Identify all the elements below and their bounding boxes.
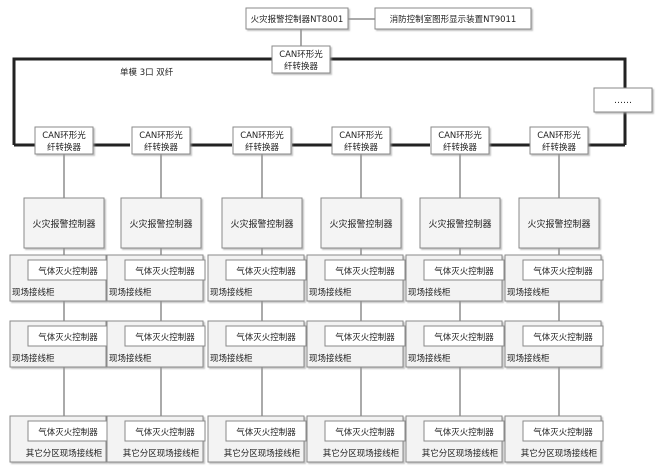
column-6-fiber-converter-box bbox=[529, 126, 589, 155]
column-1-row-1-site-cabinet-label: 现场接线柜 bbox=[12, 287, 55, 298]
column-5-row-1-gas-extinguishing-controller-box bbox=[423, 259, 505, 281]
main-fiber-converter-label-line2: 纤转换器 bbox=[284, 61, 319, 72]
graphic-display-device-box bbox=[374, 7, 532, 30]
column-5-fiber-converter-box bbox=[430, 126, 490, 155]
column-6-row-3-other-zone-cabinet-label: 其它分区现场接线柜 bbox=[521, 448, 598, 459]
column-2-row-3-gas-extinguishing-controller-label: 气体灭火控制器 bbox=[135, 427, 195, 438]
column-1-fiber-converter-box bbox=[34, 126, 94, 155]
column-4-row-3-gas-extinguishing-controller-label: 气体灭火控制器 bbox=[335, 427, 395, 438]
column-6-row-1-site-cabinet-label: 现场接线柜 bbox=[507, 287, 550, 298]
column-1-row-2-site-cabinet-label: 现场接线柜 bbox=[12, 353, 55, 364]
column-3-row-3-gas-extinguishing-controller-label: 气体灭火控制器 bbox=[236, 427, 296, 438]
graphic-display-device-label: 消防控制室图形显示装置NT9011 bbox=[390, 14, 517, 25]
column-1-fire-alarm-controller-box bbox=[23, 197, 105, 249]
column-4-row-3-gas-extinguishing-controller-box bbox=[324, 420, 406, 442]
column-6-row-3-gas-extinguishing-controller-box bbox=[522, 420, 604, 442]
main-fire-alarm-controller-label: 火灾报警控制器NT8001 bbox=[251, 14, 344, 25]
column-4-row-3-other-zone-cabinet-label: 其它分区现场接线柜 bbox=[323, 448, 400, 459]
column-4-row-1-site-cabinet-label: 现场接线柜 bbox=[309, 287, 352, 298]
expansion-placeholder-box bbox=[593, 87, 653, 113]
column-5-fiber-converter-label-line1: CAN环形光 bbox=[438, 130, 482, 141]
column-4-fiber-converter-label-line1: CAN环形光 bbox=[339, 130, 383, 141]
column-6-row-2-gas-extinguishing-controller-label: 气体灭火控制器 bbox=[533, 332, 593, 343]
column-4-fire-alarm-controller-box bbox=[320, 197, 402, 249]
column-3-fiber-converter-label-line1: CAN环形光 bbox=[240, 130, 284, 141]
column-6-row-2-gas-extinguishing-controller-box bbox=[522, 325, 604, 347]
column-2-row-1-gas-extinguishing-controller-box bbox=[124, 259, 206, 281]
column-5-row-2-gas-extinguishing-controller-label: 气体灭火控制器 bbox=[434, 332, 494, 343]
column-3-row-2-site-cabinet-label: 现场接线柜 bbox=[210, 353, 253, 364]
column-2-row-1-gas-extinguishing-controller-label: 气体灭火控制器 bbox=[135, 266, 195, 277]
column-2-fiber-converter-label-line2: 纤转换器 bbox=[144, 142, 179, 153]
column-1-row-3-gas-extinguishing-controller-label: 气体灭火控制器 bbox=[38, 427, 98, 438]
column-1-fiber-converter-label-line1: CAN环形光 bbox=[42, 130, 86, 141]
column-1-row-3-other-zone-cabinet-label: 其它分区现场接线柜 bbox=[26, 448, 103, 459]
column-3-fire-alarm-controller-box bbox=[221, 197, 303, 249]
column-6-fiber-converter-label-line2: 纤转换器 bbox=[542, 142, 577, 153]
column-5-row-1-site-cabinet-label: 现场接线柜 bbox=[408, 287, 451, 298]
column-3-row-3-gas-extinguishing-controller-box bbox=[225, 420, 307, 442]
column-1-row-1-gas-extinguishing-controller-label: 气体灭火控制器 bbox=[38, 266, 98, 277]
column-4-fire-alarm-controller-label: 火灾报警控制器 bbox=[329, 218, 392, 230]
column-2-row-2-site-cabinet-label: 现场接线柜 bbox=[109, 353, 152, 364]
column-6-row-1-gas-extinguishing-controller-label: 气体灭火控制器 bbox=[533, 266, 593, 277]
column-5-row-2-site-cabinet-label: 现场接线柜 bbox=[408, 353, 451, 364]
column-6-fire-alarm-controller-box bbox=[518, 197, 600, 249]
main-fiber-converter-box bbox=[271, 45, 331, 74]
column-2-fire-alarm-controller-box bbox=[120, 197, 202, 249]
column-1-fiber-converter-label-line2: 纤转换器 bbox=[47, 142, 82, 153]
column-4-row-2-gas-extinguishing-controller-box bbox=[324, 325, 406, 347]
column-5-fire-alarm-controller-label: 火灾报警控制器 bbox=[428, 218, 491, 230]
column-2-row-2-gas-extinguishing-controller-box bbox=[124, 325, 206, 347]
column-2-row-3-gas-extinguishing-controller-box bbox=[124, 420, 206, 442]
column-3-row-1-gas-extinguishing-controller-box bbox=[225, 259, 307, 281]
column-2-row-1-site-cabinet-label: 现场接线柜 bbox=[109, 287, 152, 298]
column-3-row-3-other-zone-cabinet-label: 其它分区现场接线柜 bbox=[224, 448, 301, 459]
column-5-row-2-gas-extinguishing-controller-box bbox=[423, 325, 505, 347]
fiber-ring-line bbox=[12, 57, 627, 147]
column-6-fire-alarm-controller-label: 火灾报警控制器 bbox=[527, 218, 590, 230]
column-4-row-1-gas-extinguishing-controller-box bbox=[324, 259, 406, 281]
column-3-row-2-gas-extinguishing-controller-box bbox=[225, 325, 307, 347]
column-3-row-2-gas-extinguishing-controller-label: 气体灭火控制器 bbox=[236, 332, 296, 343]
column-6-fiber-converter-label-line1: CAN环形光 bbox=[537, 130, 581, 141]
column-3-fiber-converter-box bbox=[232, 126, 292, 155]
ring-fiber-spec-label: 单模 3口 双纤 bbox=[120, 67, 174, 78]
column-2-fiber-converter-box bbox=[131, 126, 191, 155]
column-6-row-3-gas-extinguishing-controller-label: 气体灭火控制器 bbox=[533, 427, 593, 438]
column-5-row-3-other-zone-cabinet-label: 其它分区现场接线柜 bbox=[422, 448, 499, 459]
column-1-fire-alarm-controller-label: 火灾报警控制器 bbox=[32, 218, 95, 230]
column-5-row-1-gas-extinguishing-controller-label: 气体灭火控制器 bbox=[434, 266, 494, 277]
column-5-row-3-gas-extinguishing-controller-label: 气体灭火控制器 bbox=[434, 427, 494, 438]
column-3-row-1-site-cabinet-label: 现场接线柜 bbox=[210, 287, 253, 298]
column-2-row-2-gas-extinguishing-controller-label: 气体灭火控制器 bbox=[135, 332, 195, 343]
column-4-row-2-gas-extinguishing-controller-label: 气体灭火控制器 bbox=[335, 332, 395, 343]
column-3-fiber-converter-label-line2: 纤转换器 bbox=[245, 142, 280, 153]
column-5-fiber-converter-label-line2: 纤转换器 bbox=[443, 142, 478, 153]
column-4-fiber-converter-box bbox=[331, 126, 391, 155]
column-3-fire-alarm-controller-label: 火灾报警控制器 bbox=[230, 218, 293, 230]
column-1-row-2-gas-extinguishing-controller-label: 气体灭火控制器 bbox=[38, 332, 98, 343]
column-2-row-3-other-zone-cabinet-label: 其它分区现场接线柜 bbox=[123, 448, 200, 459]
main-fiber-converter-label-line1: CAN环形光 bbox=[279, 49, 323, 60]
column-2-fiber-converter-label-line1: CAN环形光 bbox=[139, 130, 183, 141]
column-6-row-1-gas-extinguishing-controller-box bbox=[522, 259, 604, 281]
column-4-row-2-site-cabinet-label: 现场接线柜 bbox=[309, 353, 352, 364]
column-6-row-2-site-cabinet-label: 现场接线柜 bbox=[507, 353, 550, 364]
column-3-row-1-gas-extinguishing-controller-label: 气体灭火控制器 bbox=[236, 266, 296, 277]
column-5-row-3-gas-extinguishing-controller-box bbox=[423, 420, 505, 442]
column-4-row-1-gas-extinguishing-controller-label: 气体灭火控制器 bbox=[335, 266, 395, 277]
column-4-fiber-converter-label-line2: 纤转换器 bbox=[344, 142, 379, 153]
column-2-fire-alarm-controller-label: 火灾报警控制器 bbox=[129, 218, 192, 230]
expansion-placeholder-label: …… bbox=[614, 96, 632, 106]
column-5-fire-alarm-controller-box bbox=[419, 197, 501, 249]
main-fire-alarm-controller-box bbox=[245, 7, 349, 30]
